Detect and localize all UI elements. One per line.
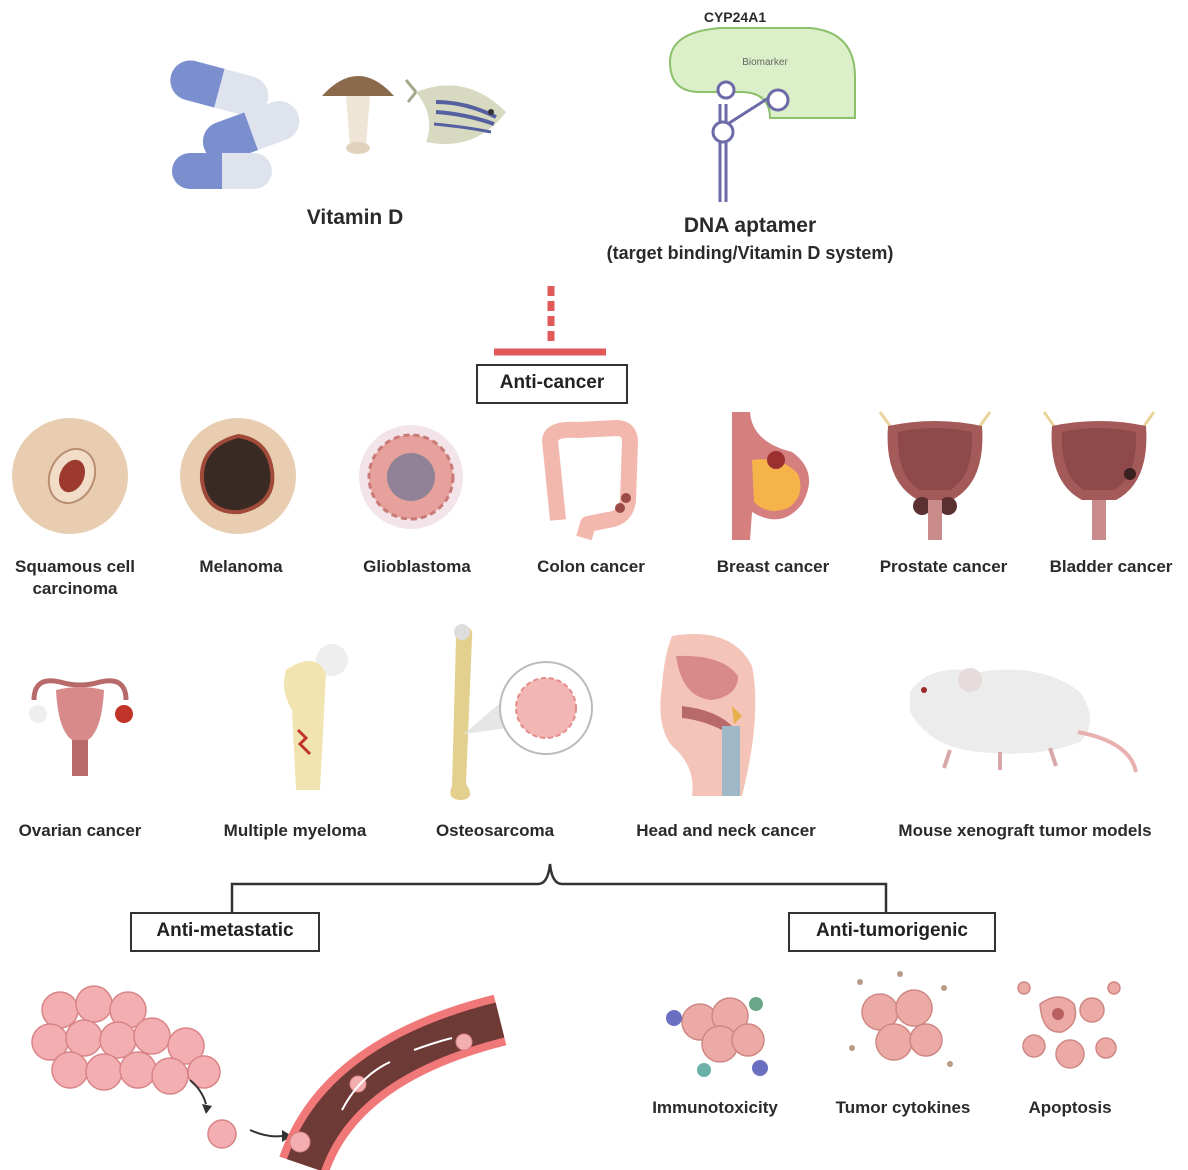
label-prostate: Prostate cancer [879, 557, 1008, 576]
anti-cancer-box: Anti-cancer [476, 364, 628, 404]
squamous-cell-icon [12, 418, 128, 534]
label-osteosarcoma: Osteosarcoma [435, 821, 555, 840]
label-tumor-cytokines: Tumor cytokines [835, 1098, 971, 1117]
label-myeloma: Multiple myeloma [223, 821, 367, 840]
aptamer-title: DNA aptamer [683, 214, 817, 237]
label-bladder: Bladder cancer [1049, 557, 1173, 576]
label-glioblastoma: Glioblastoma [363, 557, 471, 576]
aptamer-subtitle: (target binding/Vitamin D system) [606, 243, 894, 263]
apoptosis-icon [1017, 981, 1121, 1069]
anti-tumorigenic-box: Anti-tumorigenic [788, 912, 996, 952]
label-breast: Breast cancer [716, 557, 830, 576]
capsule-icon [170, 60, 300, 189]
immunotoxicity-icon [666, 997, 768, 1077]
melanoma-icon [180, 418, 296, 534]
aptamer-biomarker-icon [668, 27, 856, 202]
label-head-neck: Head and neck cancer [636, 821, 816, 840]
osteosarcoma-icon [450, 624, 593, 800]
label-immunotoxicity: Immunotoxicity [652, 1098, 778, 1117]
label-colon: Colon cancer [537, 557, 645, 576]
label-squamous-line1: Squamous cell [15, 557, 135, 576]
breast-icon [732, 412, 810, 540]
prostate-icon [878, 411, 992, 540]
mushroom-icon [322, 76, 394, 154]
label-squamous-line2: carcinoma [32, 579, 118, 598]
colon-icon [542, 420, 638, 541]
inhibition-arrow [494, 286, 606, 356]
bladder-icon [1042, 411, 1156, 540]
ovarian-icon [29, 678, 133, 776]
mouse-icon [910, 668, 1138, 773]
label-apoptosis: Apoptosis [1028, 1098, 1112, 1117]
label-ovarian: Ovarian cancer [18, 821, 142, 840]
biomarker-label: Biomarker [742, 57, 788, 68]
head-neck-icon [660, 634, 756, 796]
vitamin-d-label: Vitamin D [306, 206, 404, 229]
tumor-cytokines-icon [849, 971, 953, 1067]
split-bracket [230, 863, 888, 916]
glioblastoma-icon [359, 425, 463, 529]
cyp24a1-label: CYP24A1 [703, 9, 767, 25]
label-squamous-cell: Squamous cell carcinoma [0, 556, 150, 600]
metastasis-illustration [31, 985, 507, 1170]
myeloma-bone-icon [284, 644, 348, 790]
label-mouse: Mouse xenograft tumor models [898, 821, 1152, 840]
label-melanoma: Melanoma [199, 557, 283, 576]
anti-metastatic-box: Anti-metastatic [130, 912, 320, 952]
fish-icon [404, 79, 506, 144]
